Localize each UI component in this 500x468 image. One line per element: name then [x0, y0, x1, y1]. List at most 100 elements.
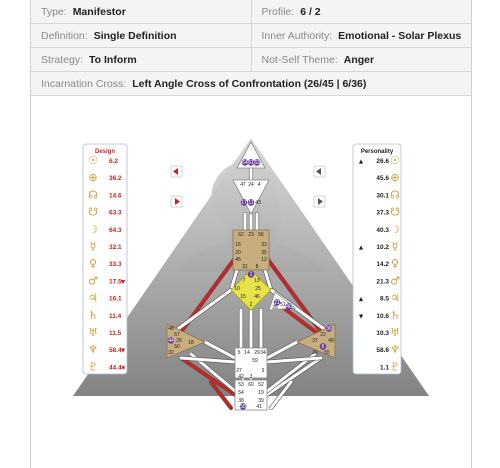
planet-value: 6.2: [109, 158, 118, 165]
planet-arrow: ▼: [121, 348, 126, 354]
channel: [229, 268, 239, 292]
earth-icon: ⊕: [390, 171, 399, 184]
planet-row: ♄11.4: [88, 309, 122, 322]
cross-cell: Incarnation Cross:Left Angle Cross of Co…: [31, 72, 471, 95]
info-row: Type:Manifestor Profile:6 / 2: [31, 0, 471, 24]
gate-number: 53: [238, 382, 244, 388]
pluto-icon: ♇: [88, 360, 98, 373]
gate-number: 50: [174, 344, 180, 350]
planet-row: ♃16.1: [88, 292, 122, 305]
gate-number: 54: [238, 390, 244, 396]
gate-number: 6: [322, 344, 325, 350]
gate-number: 17: [241, 200, 247, 206]
gate-number: 3: [250, 374, 253, 380]
planet-value: 16.1: [109, 296, 122, 303]
gate-number: 48: [168, 326, 174, 332]
gate-active-marker: [253, 159, 261, 166]
sun-icon: ☉: [88, 154, 98, 167]
mars-icon: ♂: [390, 274, 400, 287]
gate-number: 62: [238, 232, 244, 238]
mercury-icon: ☿: [90, 240, 97, 253]
not-self-value: Anger: [343, 53, 375, 66]
design-panel-bg: [82, 143, 128, 375]
gate-number: 30: [312, 350, 318, 356]
planet-row: ♄10.6▼: [359, 309, 400, 322]
planet-value: 11.5: [109, 330, 122, 337]
definition-cell: Definition: Single Definition: [31, 24, 251, 47]
gate-number: 12: [261, 257, 267, 263]
planet-row: ☿10.2▲: [359, 240, 399, 253]
gate-number: 44: [168, 338, 174, 344]
planet-arrow: ▲: [359, 297, 364, 303]
gate-number: 23: [248, 232, 254, 238]
mercury-icon: ☿: [392, 240, 399, 253]
venus-icon: ♀: [89, 257, 97, 270]
saturn-icon: ♄: [390, 309, 400, 322]
gate-active-marker: [241, 159, 249, 166]
channel: [179, 356, 237, 364]
gate-number: 52: [258, 382, 264, 388]
definition-value: Single Definition: [93, 29, 177, 42]
channel: [279, 304, 323, 338]
planet-row: ♆58.4▼: [88, 343, 126, 356]
gate-number: 36: [326, 326, 332, 332]
definition-label: Definition:: [41, 29, 88, 42]
gate-number: 20: [235, 250, 241, 256]
north-node-icon: ☊: [390, 188, 400, 201]
south-node-icon: ☋: [88, 206, 98, 219]
strategy-value: To Inform: [89, 53, 137, 66]
planet-value: 30.1: [376, 192, 389, 199]
type-value: Manifestor: [72, 5, 126, 18]
north-node-icon: ☊: [88, 188, 98, 201]
not-self-label: Not-Self Theme:: [261, 53, 338, 66]
planet-row: ☉26.6▲: [359, 154, 400, 167]
gate-number: 40: [286, 304, 292, 310]
gate-number: 41: [256, 404, 262, 410]
gate-active-marker: [325, 325, 333, 332]
gate-number: 2: [250, 302, 253, 308]
planet-value: 40.3: [376, 227, 389, 234]
planet-arrow: ▼: [121, 279, 126, 285]
planet-value: 33.3: [109, 261, 122, 268]
ajna-center: [232, 179, 270, 215]
gate-number: 37: [312, 338, 318, 344]
gate-active-marker: [167, 337, 175, 344]
planet-row: ♀14.2: [376, 257, 399, 270]
gate-number: 63: [254, 160, 260, 166]
personality-panel-bg: [352, 143, 402, 375]
gate-number: 60: [248, 382, 254, 388]
gate-number: 25: [255, 286, 261, 292]
gate-number: 47: [240, 182, 246, 188]
strategy-label: Strategy:: [41, 53, 84, 66]
planet-value: 64.3: [109, 227, 122, 234]
planet-value: 10.3: [376, 330, 389, 337]
profile-value: 6 / 2: [300, 5, 321, 18]
saturn-icon: ♄: [88, 309, 98, 322]
strategy-cell: Strategy: To Inform: [31, 48, 251, 71]
authority-cell: Inner Authority:Emotional - Solar Plexus: [250, 24, 472, 47]
gate-number: 43: [255, 200, 261, 206]
planet-row: ♂17.5▼: [88, 274, 126, 287]
planet-value: 45.6: [376, 175, 389, 182]
gate-number: 39: [258, 398, 264, 404]
gate-number: 32: [168, 350, 174, 356]
planet-row: ⊕45.6: [376, 171, 399, 184]
planet-value: 37.3: [376, 210, 389, 217]
gate-number: 8: [256, 264, 259, 270]
planet-value: 36.2: [109, 175, 122, 182]
type-label: Type:: [41, 5, 67, 18]
gate-number: 55: [324, 350, 330, 356]
planet-value: 10.2: [376, 244, 389, 251]
gate-number: 64: [242, 160, 248, 166]
channel: [209, 380, 233, 410]
design-arrow-top-icon: [173, 168, 178, 175]
planet-value: 32.1: [109, 244, 122, 251]
neptune-icon: ♆: [390, 343, 400, 356]
gate-number: 5: [238, 350, 241, 356]
planet-row: ♅11.5: [88, 326, 122, 339]
planet-row: ☊14.6: [88, 188, 122, 201]
gate-number: 31: [242, 264, 248, 270]
gate-active-marker: [247, 199, 255, 206]
planet-row: ♂21.3: [376, 274, 400, 287]
